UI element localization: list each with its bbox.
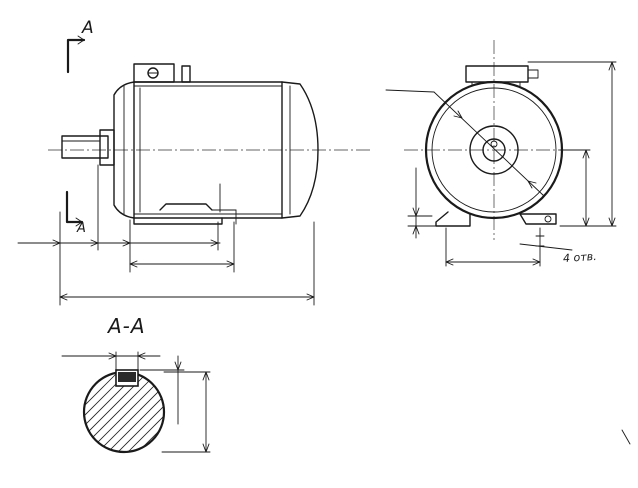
section-cut-mark-top (66, 38, 86, 74)
side-view-dimensions (17, 164, 315, 306)
section-cut-mark-bottom (65, 190, 84, 224)
end-view (385, 40, 617, 267)
end-view-foot-left (435, 211, 471, 227)
holes-note: 4 отв. (562, 249, 598, 266)
end-view-terminal-box (465, 65, 539, 87)
section-a-a (61, 351, 211, 454)
section-mark-label-top: A (82, 18, 94, 38)
mounting-foot-side (133, 203, 223, 225)
side-view (17, 35, 372, 306)
motor-shaft (61, 129, 115, 166)
section-mark-label-bottom: A (77, 221, 86, 236)
end-view-foot-right (519, 213, 557, 225)
end-view-dimensions (407, 61, 617, 267)
end-view-hub (469, 125, 519, 175)
fan-cover (281, 81, 319, 219)
section-title: A-A (108, 314, 146, 338)
terminal-box (133, 63, 191, 83)
stray-mark (621, 429, 631, 445)
